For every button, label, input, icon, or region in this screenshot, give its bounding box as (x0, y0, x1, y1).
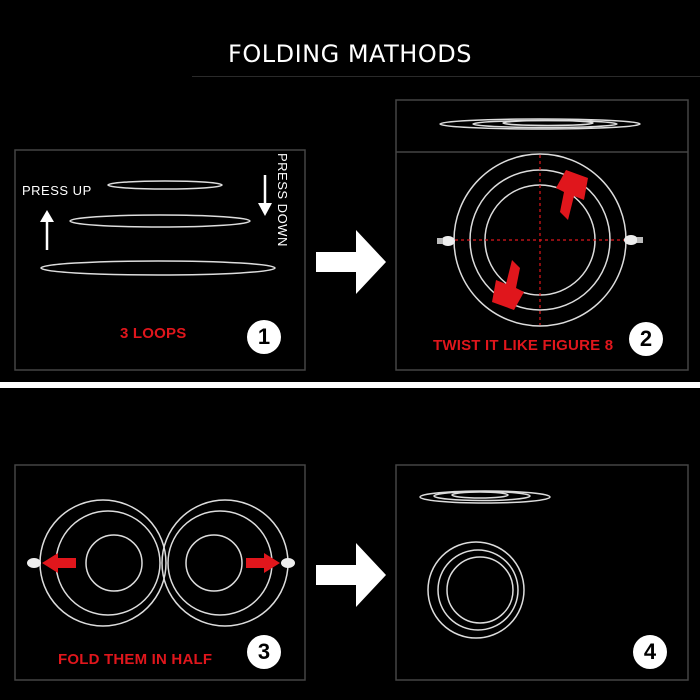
page-title: FOLDING MATHODS (228, 40, 472, 68)
stacked-ring-middle (437, 549, 519, 631)
stacked-ring-outer (427, 541, 525, 639)
press-up-label: PRESS UP (22, 183, 92, 198)
panel-4-frame (395, 464, 689, 681)
loop-medium (69, 214, 251, 228)
step-number-4: 4 (634, 636, 666, 668)
loop-large (40, 260, 276, 276)
fold-arrow-left-icon (42, 553, 76, 573)
step-2-caption: TWIST IT LIKE FIGURE 8 (433, 337, 614, 354)
flat-loop-outer (439, 118, 641, 130)
title-rule (192, 76, 700, 77)
loop-small (107, 180, 223, 190)
fold-arrow-right-icon (246, 553, 280, 573)
flat-loop-inner (451, 491, 509, 499)
left-hand-icon (27, 558, 41, 568)
panel-2-frame (395, 99, 689, 371)
step-number-1: 1 (248, 321, 280, 353)
press-up-arrow-icon (40, 210, 54, 250)
right-hand-icon (624, 235, 643, 245)
flat-loop-middle (433, 490, 531, 502)
twist-arrow-bottom-icon (492, 260, 524, 310)
right-hand-icon (281, 558, 295, 568)
step-1-caption: 3 LOOPS (120, 325, 187, 342)
press-down-label: PRESS DOWN (275, 153, 290, 247)
panel-3-frame (14, 464, 306, 681)
step-number-3: 3 (248, 636, 280, 668)
panel-1-frame (14, 149, 306, 371)
section-divider (0, 382, 700, 388)
fold-left-inner (85, 534, 143, 592)
left-hand-icon (437, 236, 455, 246)
step-3-caption: FOLD THEM IN HALF (58, 651, 213, 668)
press-down-arrow-icon (258, 175, 272, 216)
next-arrow-icon (316, 230, 386, 294)
fold-right-inner (185, 534, 243, 592)
flat-loop-middle (472, 119, 618, 129)
twist-arrow-top-icon (556, 170, 588, 220)
flat-loop-inner (502, 119, 594, 127)
next-arrow-icon (316, 543, 386, 607)
stacked-ring-inner (446, 556, 514, 624)
step-number-2: 2 (630, 323, 662, 355)
